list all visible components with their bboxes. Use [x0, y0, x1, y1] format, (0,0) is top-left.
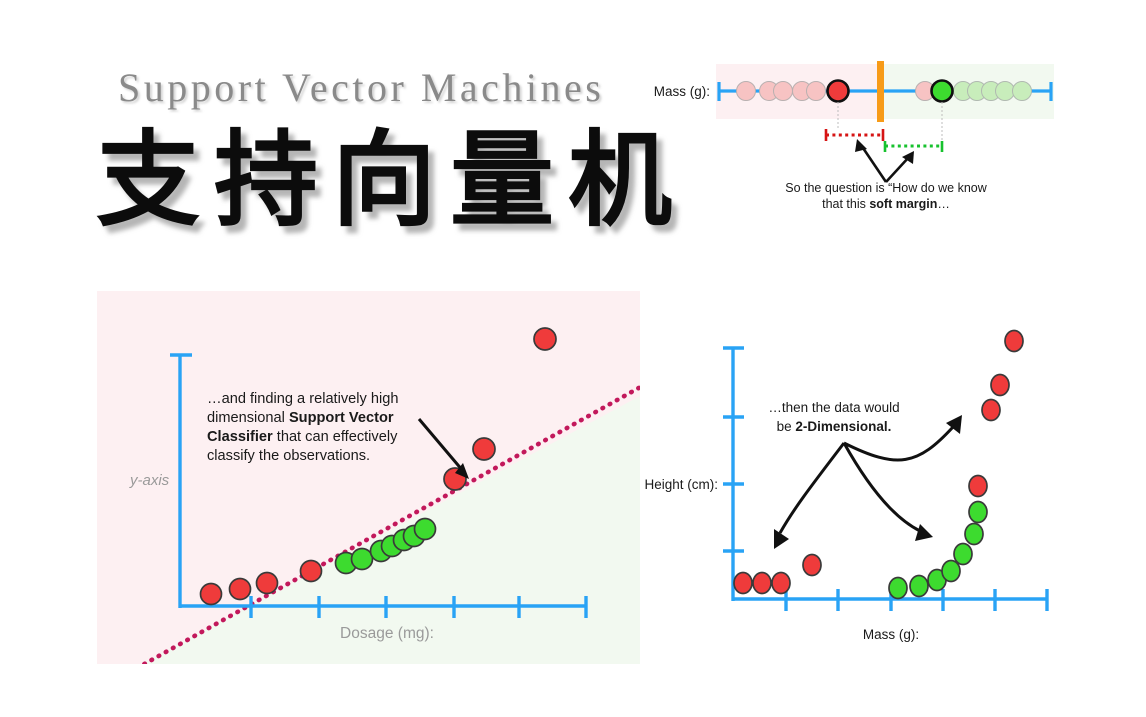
arrow-curve-middle — [842, 442, 921, 533]
caption-line-2-pre: that this — [822, 197, 869, 211]
mass-axis-label-2d: Mass (g): — [863, 627, 919, 642]
height-axis-label: Height (cm): — [644, 477, 718, 492]
green-support-vector — [930, 79, 954, 103]
green-observations — [953, 81, 1032, 101]
svc-annotation-bold-2: Classifier — [207, 429, 273, 445]
support-vector-classifier-panel: …and finding a relatively high dimension… — [97, 291, 640, 664]
green-points-2d — [888, 500, 988, 600]
caption-arrows — [855, 139, 914, 183]
two-dimensional-data-panel: …then the data would be 2-Dimensional. H… — [644, 305, 1068, 665]
svc-annotation: …and finding a relatively high dimension… — [207, 391, 398, 464]
decision-boundary-dotted — [139, 384, 640, 664]
svc-annotation-bold-1: Support Vector — [289, 410, 394, 426]
soft-margin-svg: Mass (g): So the question is “How do we … — [654, 61, 1054, 211]
x-axis-label: Dosage (mg): — [340, 625, 434, 642]
caption-soft-margin-bold: soft margin — [869, 197, 937, 211]
decision-boundary-orange — [877, 61, 884, 122]
svc-annotation-line-4: classify the observations. — [207, 448, 370, 464]
green-points — [334, 517, 437, 575]
page-title-chinese: 支持向量机 — [96, 118, 687, 241]
twod-plot-svg: …then the data would be 2-Dimensional. H… — [644, 329, 1049, 642]
red-points-2d — [733, 329, 1024, 595]
annotation-arrow — [417, 418, 469, 479]
twod-annotation-line-1: …then the data would — [768, 400, 899, 415]
red-points — [199, 327, 557, 606]
caption-line-1: So the question is “How do we know — [785, 181, 987, 195]
svc-annotation-line-3: Classifier that can effectively — [207, 429, 398, 445]
twod-annotation: …then the data would be 2-Dimensional. — [768, 400, 899, 434]
green-margin-bracket — [883, 141, 944, 152]
arrow-curve-right — [843, 425, 955, 462]
svc-annotation-line-2-pre: dimensional — [207, 410, 289, 426]
arrow-curve-left — [778, 442, 846, 534]
soft-margin-number-line-panel: Mass (g): So the question is “How do we … — [652, 42, 1082, 232]
twod-annotation-line-2: be 2-Dimensional. — [777, 419, 892, 434]
svc-annotation-line-1: …and finding a relatively high — [207, 391, 398, 407]
x-axis-ticks — [249, 596, 588, 618]
svc-annotation-line-3-post: that can effectively — [273, 429, 398, 445]
twod-annotation-bold: 2-Dimensional. — [795, 419, 891, 434]
caption-line-2: that this soft margin… — [822, 197, 950, 211]
red-observations — [736, 81, 935, 101]
caption-line-2-post: … — [937, 197, 950, 211]
mass-axis-label: Mass (g): — [654, 84, 710, 99]
y-axis-label: y-axis — [129, 472, 170, 489]
y-axis-ticks-2d — [723, 415, 744, 553]
red-margin-bracket — [824, 129, 885, 141]
svc-annotation-line-2: dimensional Support Vector — [207, 410, 394, 426]
red-support-vector — [826, 79, 850, 103]
annotation-arrows-2d — [774, 415, 962, 549]
twod-annotation-line-2-pre: be — [777, 419, 796, 434]
page-title-english: Support Vector Machines — [118, 65, 605, 110]
svc-plot-svg: …and finding a relatively high dimension… — [97, 291, 640, 664]
